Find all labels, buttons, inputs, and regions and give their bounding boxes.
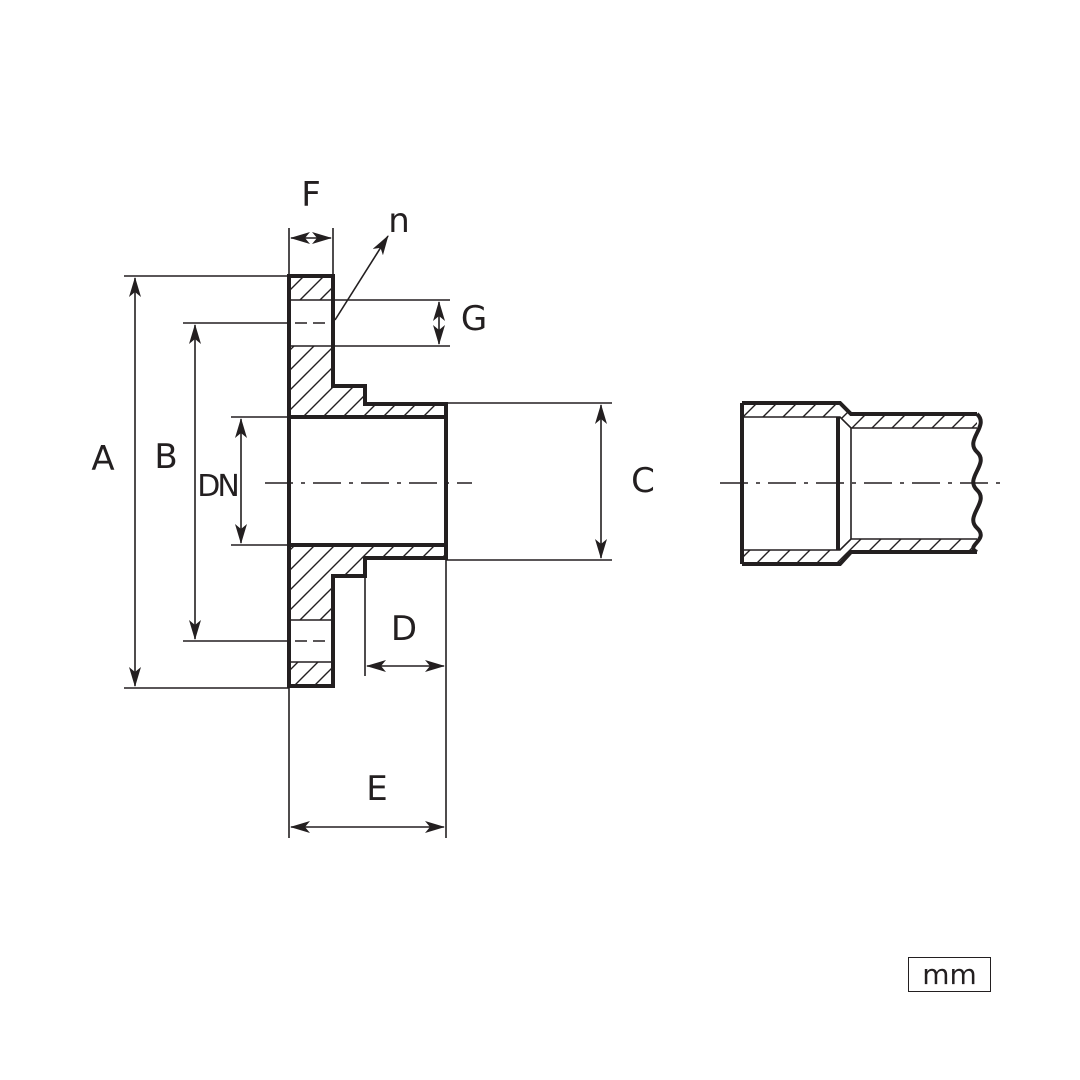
- dimension-B: [183, 322, 289, 642]
- leader-n: [334, 235, 389, 321]
- label-F: F: [301, 175, 321, 215]
- dimension-DN: [231, 416, 289, 546]
- label-G: G: [461, 299, 487, 339]
- dimension-F: [288, 228, 334, 276]
- flange-outline: [287, 274, 448, 688]
- flange-hatch-top: [289, 276, 446, 417]
- dimension-G: [333, 299, 450, 347]
- label-n: n: [388, 201, 410, 241]
- dimension-A: [124, 275, 289, 689]
- dimension-C: [446, 402, 612, 561]
- label-A: A: [91, 439, 114, 479]
- pipe-socket-section: [720, 401, 1000, 566]
- label-DN: DN: [197, 469, 237, 504]
- label-D: D: [391, 609, 417, 649]
- dimension-D: [364, 560, 447, 676]
- unit-label: mm: [908, 957, 991, 992]
- label-E: E: [366, 769, 387, 809]
- label-C: C: [631, 461, 655, 501]
- label-B: B: [154, 437, 177, 477]
- flange-hatch-bottom: [289, 545, 446, 686]
- bolt-hole-top: [289, 299, 333, 347]
- bolt-hole-bottom: [289, 619, 333, 663]
- flange-section: [265, 274, 472, 688]
- pipe-break-line: [971, 412, 983, 554]
- dimension-E: [288, 676, 447, 838]
